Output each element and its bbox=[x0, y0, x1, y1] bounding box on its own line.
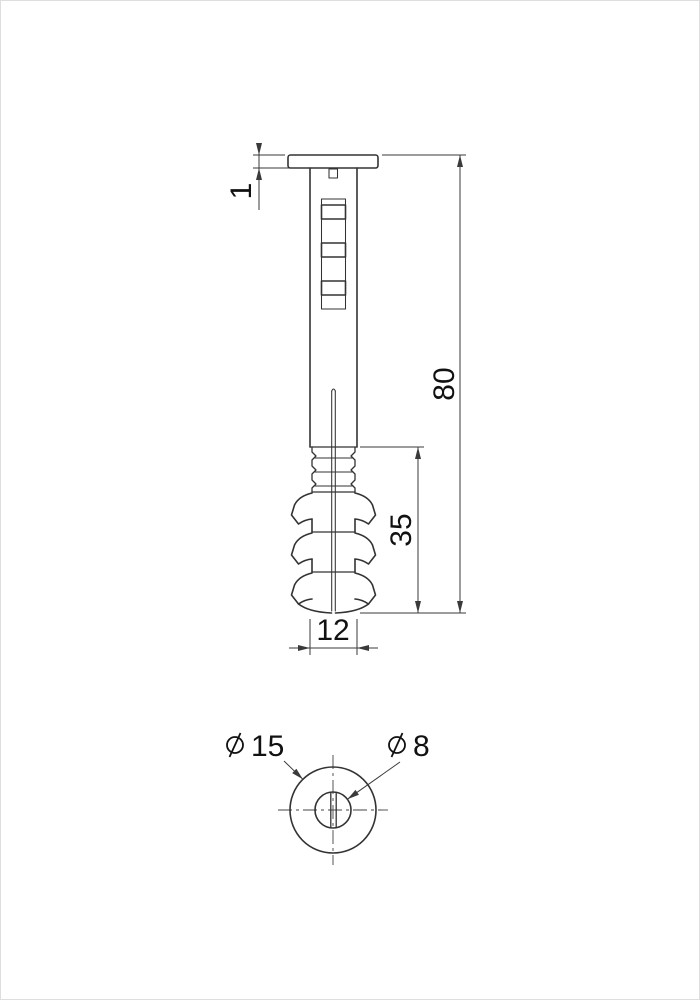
dimension-overall-length: 80 bbox=[360, 154, 466, 614]
dimensions: 1 80 35 12 bbox=[225, 143, 466, 655]
barb-right bbox=[354, 572, 377, 605]
inner-circle bbox=[314, 791, 352, 829]
barb-left bbox=[290, 572, 313, 605]
outer-diameter-label: 15 bbox=[251, 730, 284, 763]
dimension-label: 1 bbox=[225, 183, 258, 200]
bottom-view: 15 8 bbox=[226, 730, 430, 865]
dimension-label: 35 bbox=[385, 513, 418, 546]
dimension-label: 12 bbox=[316, 614, 349, 647]
inner-diameter-label: 8 bbox=[413, 730, 430, 763]
inner-diameter-callout: 8 bbox=[347, 730, 430, 800]
dimension-expansion-length: 35 bbox=[360, 446, 424, 613]
dimension-width: 12 bbox=[289, 614, 378, 655]
leader-inner-diameter bbox=[347, 761, 401, 800]
slit-top-arc bbox=[331, 388, 336, 392]
neck-left-edge bbox=[311, 446, 317, 493]
tip-cap-left bbox=[297, 603, 333, 614]
diameter-icon bbox=[388, 732, 406, 758]
barb-row-3 bbox=[290, 571, 377, 614]
diameter-icon bbox=[226, 732, 244, 758]
window-1 bbox=[320, 204, 347, 220]
outer-circle bbox=[289, 766, 377, 854]
collar bbox=[287, 154, 379, 169]
barb-left bbox=[290, 532, 313, 565]
window-3 bbox=[320, 280, 347, 296]
dimension-collar-thickness: 1 bbox=[225, 143, 307, 210]
front-view bbox=[287, 154, 379, 614]
dimension-label: 80 bbox=[428, 367, 461, 400]
window-2 bbox=[320, 242, 347, 258]
tip-cap-right bbox=[334, 603, 370, 614]
expansion-slit bbox=[331, 388, 336, 612]
barb-right bbox=[354, 532, 377, 565]
barb-row-1 bbox=[290, 491, 377, 533]
barb-left bbox=[290, 492, 313, 525]
barb-row-2 bbox=[290, 531, 377, 573]
anti-rotation-notch bbox=[328, 168, 339, 179]
barb-right bbox=[354, 492, 377, 525]
outer-diameter-callout: 15 bbox=[226, 730, 304, 780]
leader-outer-diameter bbox=[283, 760, 304, 780]
neck-right-edge bbox=[350, 446, 356, 493]
